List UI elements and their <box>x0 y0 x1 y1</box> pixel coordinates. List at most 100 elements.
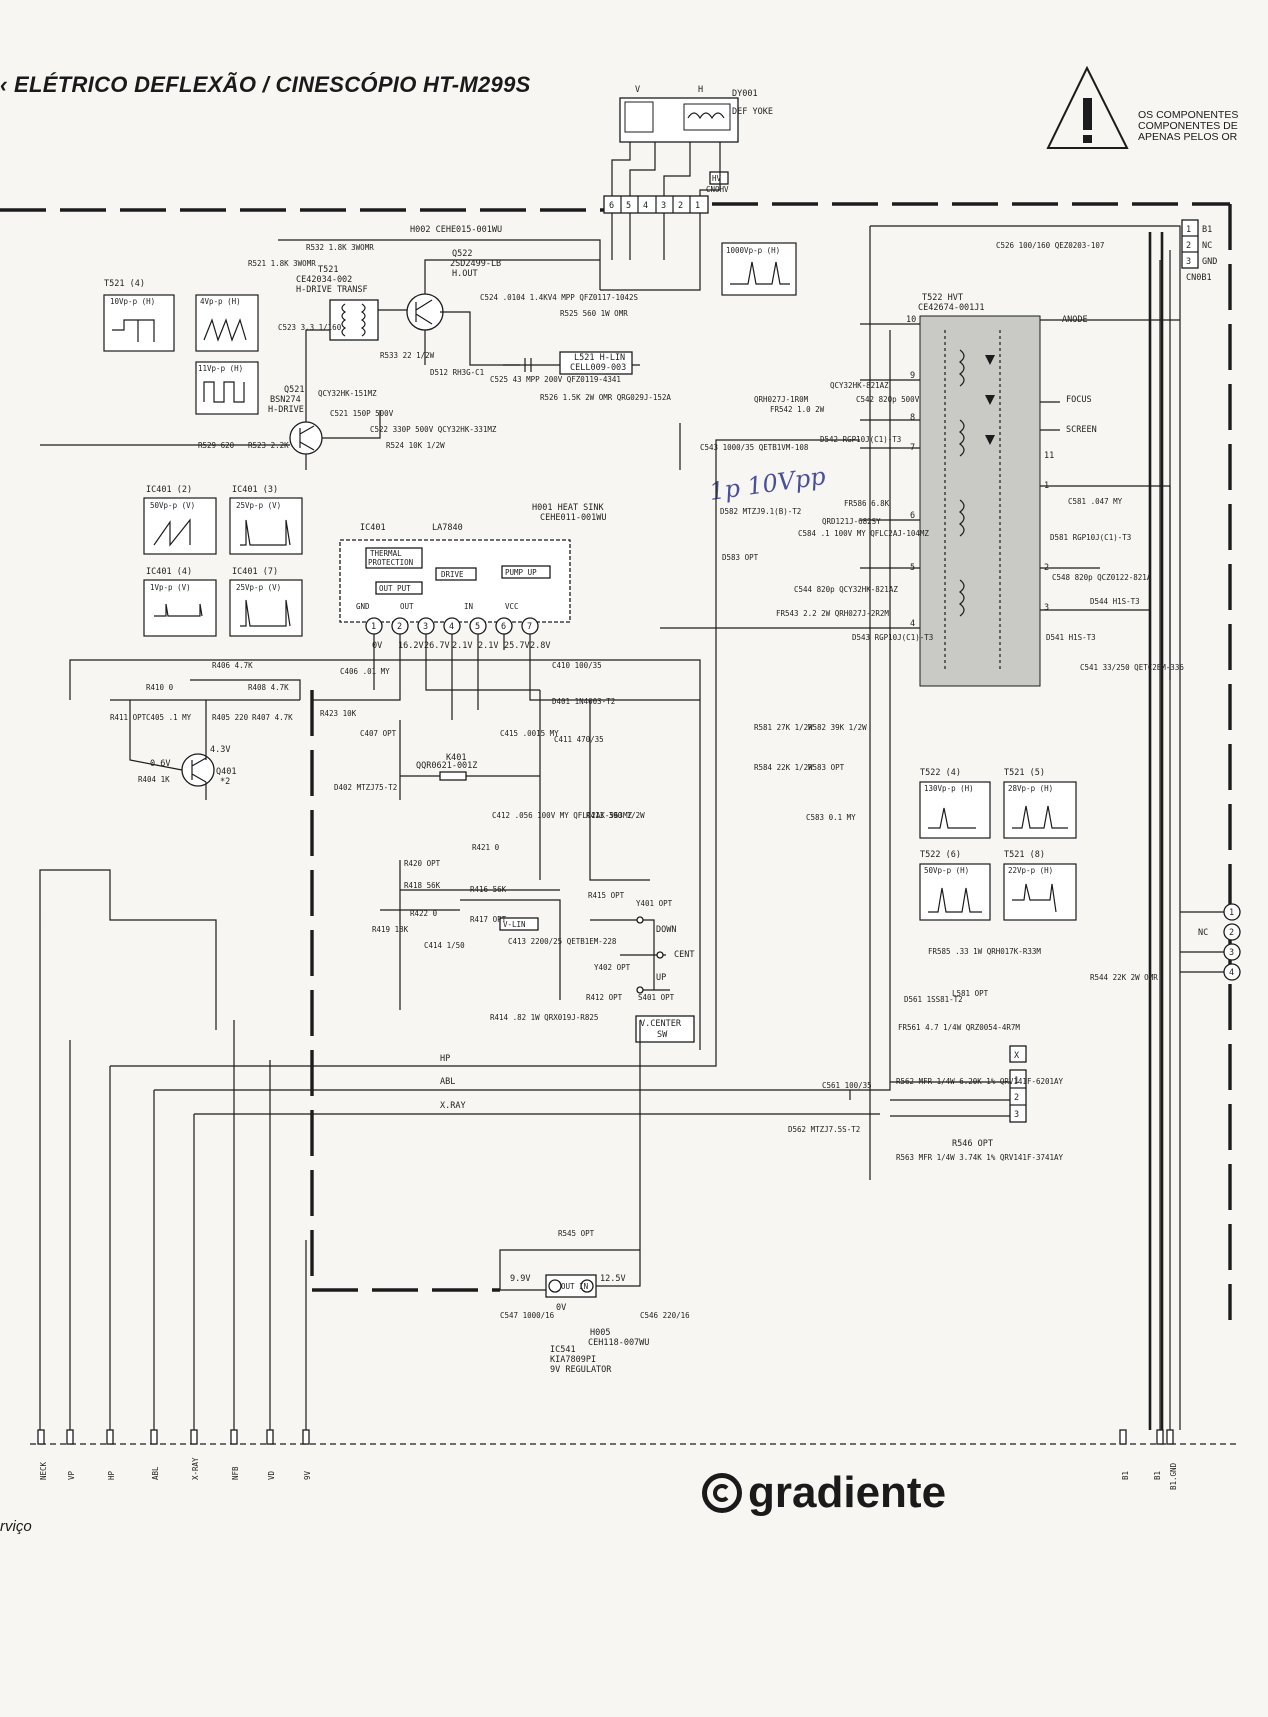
svg-text:C413 2200/25 QETB1EM-228: C413 2200/25 QETB1EM-228 <box>508 937 617 946</box>
svg-text:D402 MTZJ75-T2: D402 MTZJ75-T2 <box>334 783 397 792</box>
t521-transformer: T521 CE42034-002 H-DRIVE TRANSF <box>296 265 379 341</box>
svg-text:VCC: VCC <box>505 602 519 611</box>
gradiente-logo-icon <box>702 1473 742 1513</box>
svg-text:V.CENTER: V.CENTER <box>640 1019 682 1029</box>
yoke-connector: 6 5 4 3 2 1 HV CNOHV <box>603 171 729 214</box>
svg-text:Y402 OPT: Y402 OPT <box>594 963 631 972</box>
svg-text:CE42034-002: CE42034-002 <box>296 275 352 285</box>
svg-text:C526 100/160 QEZ0203-107: C526 100/160 QEZ0203-107 <box>996 241 1104 250</box>
svg-text:IC401 (7): IC401 (7) <box>232 567 278 577</box>
warning-triangle-icon <box>1046 65 1129 149</box>
svg-text:C584 .1 100V MY QFLC2AJ-104MZ: C584 .1 100V MY QFLC2AJ-104MZ <box>798 529 929 538</box>
svg-text:X.RAY: X.RAY <box>440 1101 466 1111</box>
svg-text:2.1V: 2.1V <box>478 641 498 651</box>
right-connector: 1 2 3 4 NC <box>1198 903 1241 981</box>
svg-text:3: 3 <box>1186 257 1191 267</box>
svg-text:D543 RGP10J(C1)-T3: D543 RGP10J(C1)-T3 <box>852 633 933 642</box>
svg-text:8: 8 <box>910 413 915 423</box>
svg-text:R419 18K: R419 18K <box>372 925 409 934</box>
scope-waveform: IC401 (7) 25Vp-p (V) <box>229 567 303 637</box>
svg-text:11Vp-p (H): 11Vp-p (H) <box>198 364 243 373</box>
svg-text:R405 220: R405 220 <box>212 713 249 722</box>
svg-text:OUT PUT: OUT PUT <box>379 584 411 593</box>
svg-text:S401 OPT: S401 OPT <box>638 993 675 1002</box>
svg-text:C406 .01 MY: C406 .01 MY <box>340 667 390 676</box>
svg-text:R418 56K: R418 56K <box>404 881 441 890</box>
svg-text:GND: GND <box>356 602 370 611</box>
svg-text:SW: SW <box>657 1030 668 1040</box>
svg-text:D544 H1S-T3: D544 H1S-T3 <box>1090 597 1140 606</box>
svg-text:4.3V: 4.3V <box>210 745 230 755</box>
svg-text:H.OUT: H.OUT <box>452 269 478 279</box>
svg-text:9.9V: 9.9V <box>510 1274 530 1284</box>
svg-text:Q401: Q401 <box>216 767 236 777</box>
svg-text:C412 .056 100V MY QFLC2AK-563M: C412 .056 100V MY QFLC2AK-563MZ <box>492 811 632 820</box>
svg-text:HP: HP <box>107 1470 116 1480</box>
ic401-pins: 1 2 3 4 5 6 7 <box>365 617 539 635</box>
svg-text:25Vp-p (V): 25Vp-p (V) <box>236 501 281 510</box>
svg-text:0V: 0V <box>556 1303 566 1313</box>
svg-text:4: 4 <box>643 201 648 211</box>
scope-waveform: 1000Vp-p (H) <box>721 242 797 296</box>
svg-text:C410 100/35: C410 100/35 <box>552 661 602 670</box>
svg-text:C522 330P 500V QCY32HK-331MZ: C522 330P 500V QCY32HK-331MZ <box>370 425 497 434</box>
svg-text:IC401 (2): IC401 (2) <box>146 485 192 495</box>
svg-text:IC401 (4): IC401 (4) <box>146 567 192 577</box>
cnox-connector: X 1 2 3 <box>1009 1045 1027 1123</box>
svg-text:C583 0.1 MY: C583 0.1 MY <box>806 813 856 822</box>
svg-text:50Vp-p (V): 50Vp-p (V) <box>150 501 195 510</box>
svg-text:PROTECTION: PROTECTION <box>368 558 413 567</box>
svg-text:QQR0621-001Z: QQR0621-001Z <box>416 761 477 771</box>
svg-text:Y401 OPT: Y401 OPT <box>636 899 673 908</box>
svg-text:C543 1000/35 QETB1VM-108: C543 1000/35 QETB1VM-108 <box>700 443 809 452</box>
svg-text:QCY32HK-821AZ: QCY32HK-821AZ <box>830 381 889 390</box>
svg-text:1: 1 <box>695 201 700 211</box>
scope-waveform: T521 (5) 28Vp-p (H) <box>1003 768 1077 839</box>
svg-text:CN0B1: CN0B1 <box>1186 273 1212 283</box>
svg-text:D581 RGP10J(C1)-T3: D581 RGP10J(C1)-T3 <box>1050 533 1131 542</box>
svg-text:HV: HV <box>712 174 722 183</box>
svg-text:1: 1 <box>1014 1076 1019 1086</box>
svg-text:C414 1/50: C414 1/50 <box>424 941 465 950</box>
svg-text:L521 H-LIN: L521 H-LIN <box>574 353 625 363</box>
svg-text:R533 22 1/2W: R533 22 1/2W <box>380 351 435 360</box>
svg-text:K401: K401 <box>446 753 466 763</box>
svg-text:R521 1.8K 3WOMR: R521 1.8K 3WOMR <box>248 259 316 268</box>
svg-text:DEF YOKE: DEF YOKE <box>732 107 773 117</box>
svg-text:R422 0: R422 0 <box>410 909 438 918</box>
svg-text:0V: 0V <box>372 641 382 651</box>
svg-text:R408 4.7K: R408 4.7K <box>248 683 289 692</box>
svg-text:5: 5 <box>626 201 631 211</box>
svg-text:DRIVE: DRIVE <box>441 570 464 579</box>
svg-text:R525 560 1W OMR: R525 560 1W OMR <box>560 309 628 318</box>
svg-text:2SD2499-LB: 2SD2499-LB <box>450 259 501 269</box>
svg-text:H-DRIVE TRANSF: H-DRIVE TRANSF <box>296 285 368 295</box>
svg-text:D542 RGP10J(C1)-T3: D542 RGP10J(C1)-T3 <box>820 435 901 444</box>
warning-line: COMPONENTES DE <box>1138 120 1238 132</box>
svg-text:IC401 (3): IC401 (3) <box>232 485 278 495</box>
svg-text:HP: HP <box>440 1054 450 1064</box>
svg-text:4: 4 <box>1229 968 1234 978</box>
svg-text:C547 1000/16: C547 1000/16 <box>500 1311 555 1320</box>
svg-text:3: 3 <box>1044 603 1049 613</box>
svg-text:H: H <box>698 85 703 95</box>
svg-text:26.7V: 26.7V <box>424 641 450 651</box>
svg-text:C544 820p QCY32HK-821AZ: C544 820p QCY32HK-821AZ <box>794 585 898 594</box>
svg-text:QCY32HK-151MZ: QCY32HK-151MZ <box>318 389 377 398</box>
scope-waveform: 4Vp-p (H) <box>195 294 259 352</box>
svg-text:R420 OPT: R420 OPT <box>404 859 441 868</box>
svg-text:QRH027J-1R0M: QRH027J-1R0M <box>754 395 809 404</box>
svg-text:LA7840: LA7840 <box>432 523 463 533</box>
warning-line: APENAS PELOS OR <box>1138 131 1238 143</box>
svg-text:T521 (4): T521 (4) <box>104 279 145 289</box>
svg-text:X: X <box>1014 1051 1020 1061</box>
svg-text:R410 0: R410 0 <box>146 683 174 692</box>
svg-text:25.7V: 25.7V <box>504 641 530 651</box>
v-center-switch <box>635 1015 695 1043</box>
svg-text:R582 39K 1/2W: R582 39K 1/2W <box>808 723 867 732</box>
svg-text:D541 H1S-T3: D541 H1S-T3 <box>1046 633 1096 642</box>
svg-text:IN: IN <box>464 602 473 611</box>
svg-text:R406 4.7K: R406 4.7K <box>212 661 253 670</box>
svg-text:12.5V: 12.5V <box>600 1274 626 1284</box>
svg-text:ABL: ABL <box>440 1077 455 1087</box>
